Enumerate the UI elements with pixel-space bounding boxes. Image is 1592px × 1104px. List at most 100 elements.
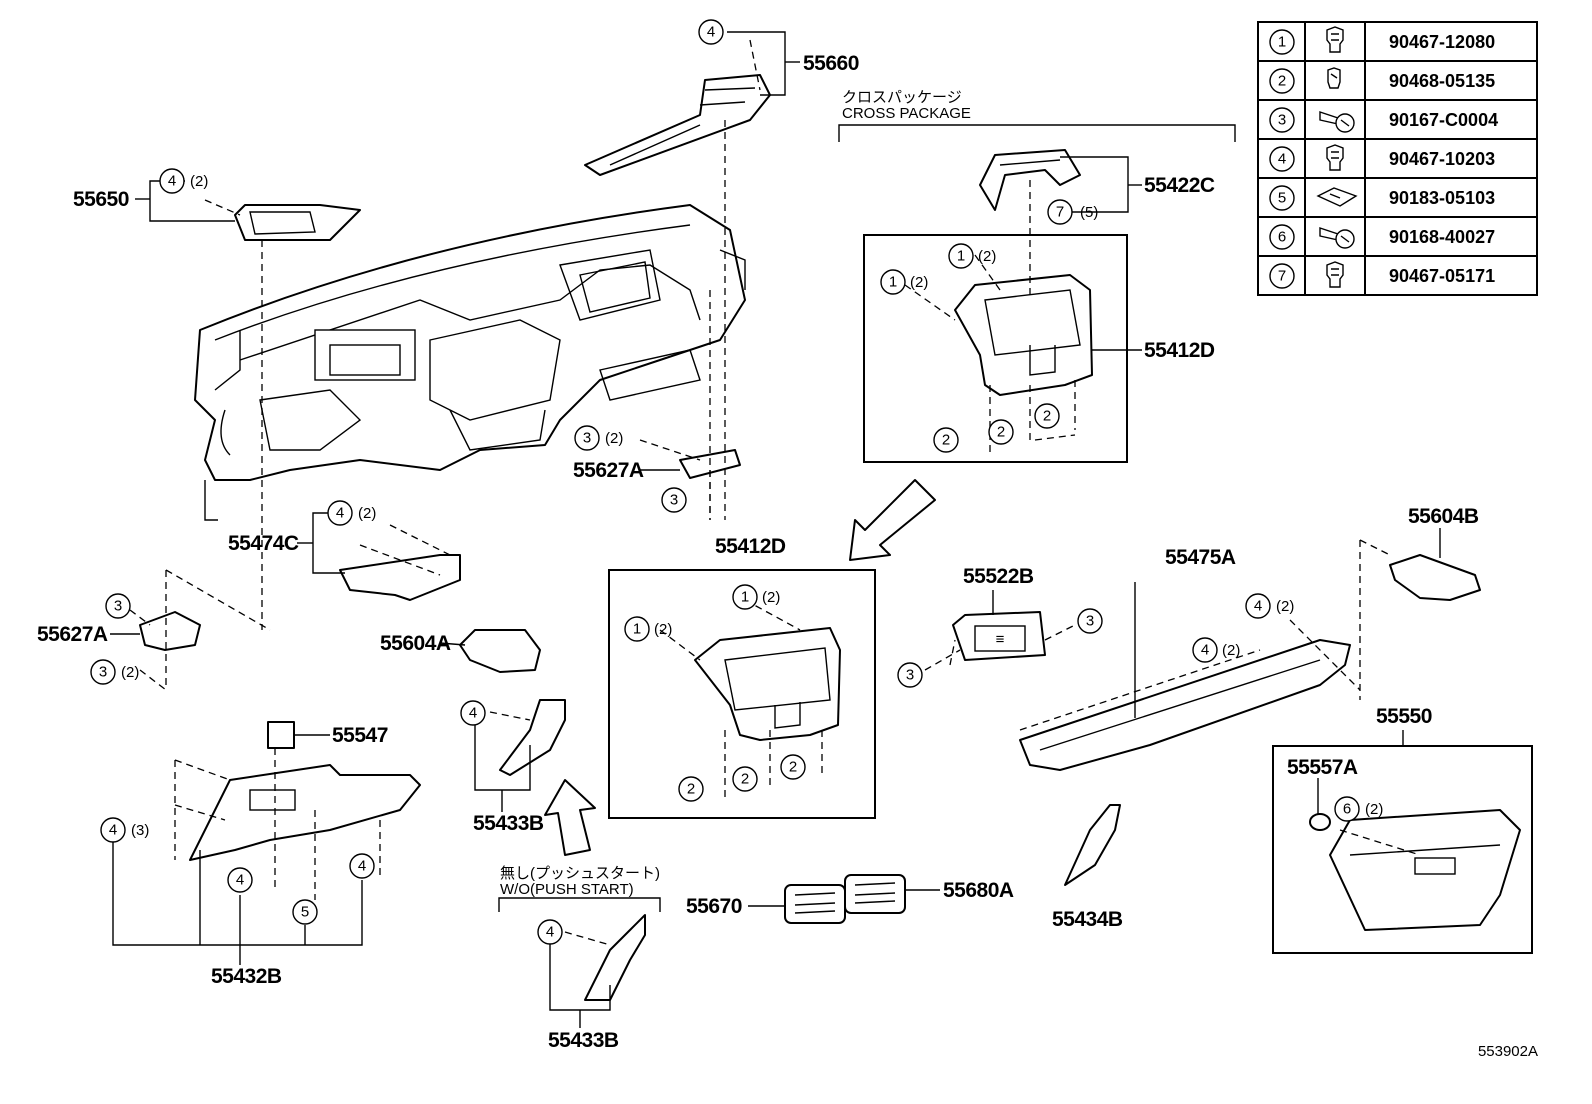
side-bracket-shape: [139, 611, 201, 651]
quantity-label: (5): [1080, 204, 1098, 221]
svg-text:4: 4: [546, 924, 554, 941]
svg-text:4: 4: [1254, 598, 1262, 615]
svg-text:4: 4: [1201, 642, 1209, 659]
fastener-part-number: 90467-10203: [1389, 149, 1495, 169]
callout-circle: 3: [574, 425, 600, 451]
clip-icon: [1326, 144, 1344, 171]
callout-circle: 2: [988, 419, 1014, 445]
svg-text:6: 6: [1343, 801, 1351, 818]
switch-cap-shape: [267, 721, 295, 749]
quantity-label: (2): [605, 430, 623, 447]
callout-circle: 4: [460, 700, 486, 726]
callout-markers: 4 4 (2) 7 (5) 1 (2) 1 (2) 2 2 2 3 (2) 3 …: [90, 19, 1383, 945]
assembly-lines: [129, 39, 1421, 946]
svg-text:2: 2: [687, 781, 695, 798]
display-lines-icon: ≡: [996, 631, 1005, 648]
svg-text:4: 4: [336, 505, 344, 522]
trim-strip-shape: [1064, 804, 1121, 886]
fastener-part-number: 90168-40027: [1389, 227, 1495, 247]
callout-circle: 3: [1077, 608, 1103, 634]
fastener-ref: 5: [1278, 190, 1286, 207]
part-label: 55627A: [37, 623, 108, 646]
part-label: 55604A: [380, 632, 451, 655]
svg-text:7: 7: [1056, 204, 1064, 221]
part-label: 55475A: [1165, 546, 1236, 569]
push-start-caption-en: W/O(PUSH START): [500, 881, 634, 898]
part-label: 55547: [332, 724, 388, 747]
fastener-part-number: 90183-05103: [1389, 188, 1495, 208]
side-register-shape: [234, 204, 361, 241]
fastener-ref: 7: [1278, 268, 1286, 285]
svg-text:4: 4: [236, 872, 244, 889]
callout-circle: 1: [624, 616, 650, 642]
fastener-row: 6 90168-40027: [1269, 224, 1495, 250]
callout-circle: 5: [292, 899, 318, 925]
callout-circle: 4: [349, 853, 375, 879]
fastener-ref: 3: [1278, 112, 1286, 129]
clip-icon: [1326, 26, 1344, 53]
callout-circle: 1: [732, 584, 758, 610]
part-label: 55604B: [1408, 505, 1479, 528]
callout-circle: 4: [327, 500, 353, 526]
svg-text:4: 4: [707, 24, 715, 41]
clip-icon: [1326, 261, 1344, 288]
instrument-panel-illustration: [194, 204, 746, 521]
leader-lines: [110, 31, 1441, 1028]
part-label: 55433B: [473, 812, 544, 835]
part-label: 55627A: [573, 459, 644, 482]
svg-text:4: 4: [469, 705, 477, 722]
svg-text:1: 1: [889, 274, 897, 291]
kick-panel-shape: [499, 699, 566, 776]
callout-circle: 2: [933, 427, 959, 453]
callout-circle: 4: [698, 19, 724, 45]
duct-shape: [339, 554, 461, 601]
svg-text:4: 4: [109, 822, 117, 839]
part-label: 55660: [803, 52, 859, 75]
quantity-label: (2): [358, 505, 376, 522]
center-cluster-frame: [608, 569, 876, 819]
svg-text:3: 3: [906, 667, 914, 684]
direction-arrow-icon: [544, 779, 596, 856]
callout-circle: 2: [780, 754, 806, 780]
callout-circle: 3: [897, 662, 923, 688]
cross-package-caption-en: CROSS PACKAGE: [842, 105, 971, 122]
callout-circle: 6: [1334, 796, 1360, 822]
clip-icon: [1327, 67, 1341, 89]
part-label: 55670: [686, 895, 742, 918]
svg-text:4: 4: [168, 173, 176, 190]
fastener-part-number: 90467-05171: [1389, 266, 1495, 286]
quantity-label: (2): [978, 248, 996, 265]
screw-icon: [1319, 227, 1355, 249]
fastener-row: 7 90467-05171: [1269, 261, 1495, 289]
callout-circle: 4: [537, 919, 563, 945]
callout-circle: 4: [1192, 637, 1218, 663]
screw-icon: [1319, 111, 1355, 133]
fastener-part-number: 90467-12080: [1389, 32, 1495, 52]
svg-text:5: 5: [301, 904, 309, 921]
fastener-row: 4 90467-10203: [1269, 144, 1495, 172]
svg-text:1: 1: [633, 621, 641, 638]
lower-garnish-shape: [1019, 639, 1351, 771]
fastener-row: 2 90468-05135: [1269, 67, 1495, 94]
fastener-part-number: 90468-05135: [1389, 71, 1495, 91]
quantity-label: (2): [190, 173, 208, 190]
quantity-label: (2): [1276, 598, 1294, 615]
kick-panel-alt-shape: [584, 914, 646, 1001]
svg-text:3: 3: [1086, 613, 1094, 630]
part-label: 55422C: [1144, 174, 1215, 197]
defroster-nozzle-shape: [584, 74, 771, 176]
svg-text:2: 2: [741, 771, 749, 788]
corner-pocket-shape: [1389, 554, 1481, 601]
cylinder-shape: [1309, 813, 1331, 831]
callout-circle: 7: [1047, 199, 1073, 225]
svg-text:2: 2: [789, 759, 797, 776]
quantity-label: (2): [762, 589, 780, 606]
callout-circle: 1: [880, 269, 906, 295]
part-number-labels: 55660 55650 55422C 55412D 55627A 55474C …: [37, 52, 1479, 1052]
fastener-table: 1 90467-12080 2 90468-05135 3 90167-C000…: [1257, 21, 1538, 296]
svg-text:3: 3: [583, 430, 591, 447]
callout-circle: 3: [105, 593, 131, 619]
part-label: 55557A: [1287, 756, 1358, 779]
